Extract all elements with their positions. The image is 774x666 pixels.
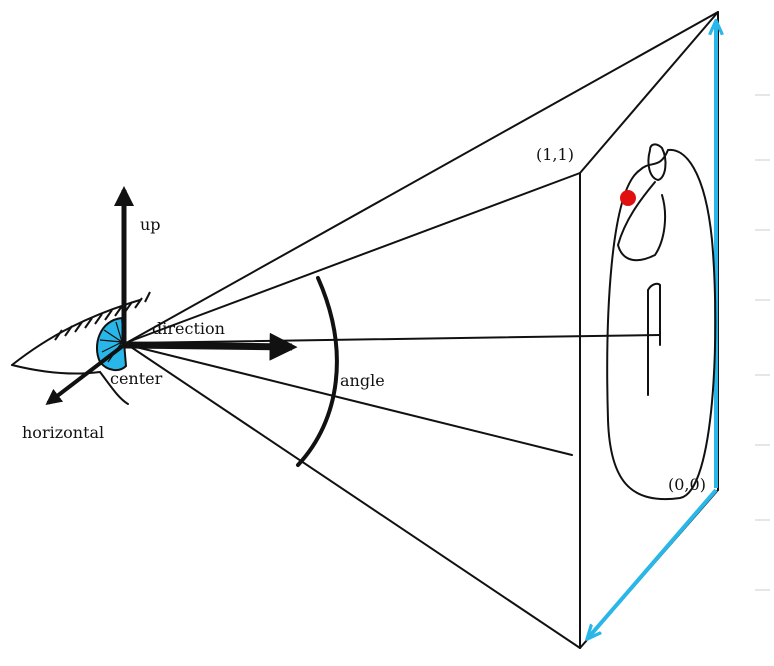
plane-top-edge	[579, 11, 719, 174]
red-dot	[620, 190, 636, 206]
label-up: up	[140, 215, 161, 234]
sketch-inner-stroke	[616, 181, 667, 262]
screen-horizontal-arrow	[588, 488, 718, 638]
frustum-edge-bottom-far	[127, 344, 581, 649]
label-angle: angle	[340, 371, 385, 390]
label-horizontal: horizontal	[22, 423, 104, 442]
frustum-center-line	[127, 334, 661, 344]
camera-axes	[45, 186, 298, 405]
sketch-outline	[606, 148, 717, 501]
horizontal-axis-arrow	[45, 343, 126, 405]
frustum-edge-bottom-near	[127, 344, 573, 456]
frustum-edge-top-near	[127, 172, 581, 343]
label-corner-bottom: (0,0)	[668, 475, 706, 494]
sketch-handle	[647, 143, 667, 182]
plane-sketch	[606, 143, 717, 501]
label-corner-top: (1,1)	[536, 145, 574, 164]
angle-arc	[296, 276, 339, 467]
sketch-stem	[647, 282, 661, 396]
eye-iris-rays	[99, 321, 123, 363]
label-center: center	[110, 369, 163, 388]
background-tick-marks	[755, 94, 770, 591]
image-plane	[579, 11, 719, 649]
eye-lashes	[54, 291, 151, 341]
frustum-edge-top-far	[127, 11, 719, 343]
direction-axis-arrow	[123, 332, 298, 361]
frustum-lines	[127, 11, 719, 649]
label-direction: direction	[152, 319, 225, 338]
eye-lower-lid	[11, 364, 129, 405]
